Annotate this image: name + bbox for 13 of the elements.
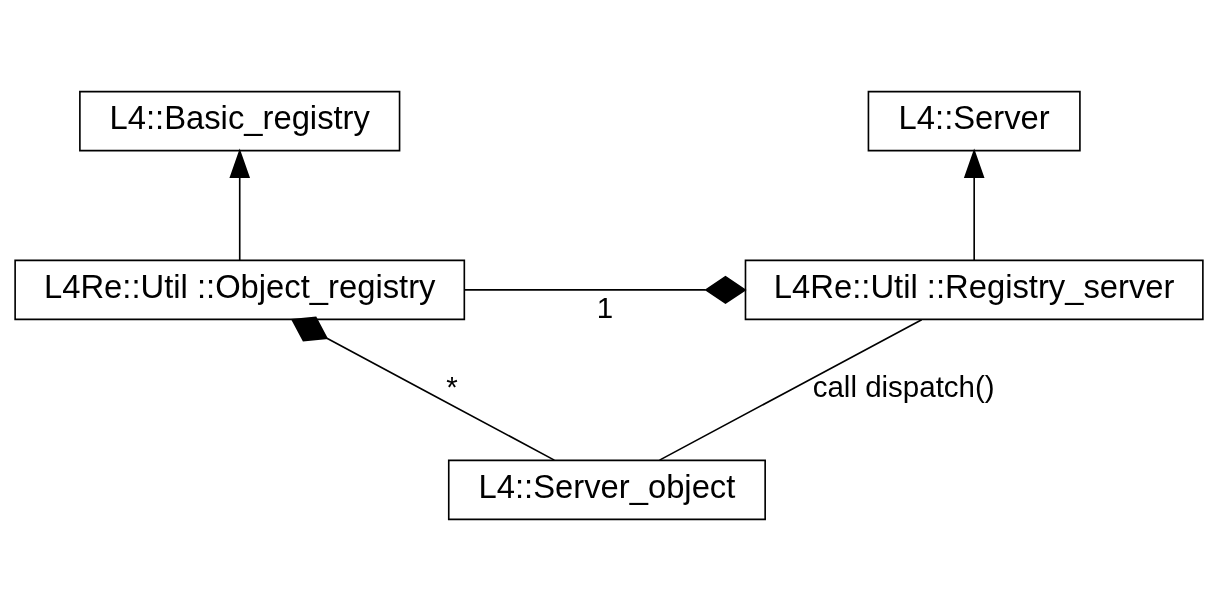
edge-label: 1 (596, 290, 614, 324)
connector (658, 318, 923, 461)
connector (463, 275, 747, 304)
edge-label: call dispatch() (812, 369, 995, 403)
connector (290, 316, 556, 461)
node-box: L4Re::Util ::Registry_server (744, 259, 1204, 320)
arrow (963, 147, 985, 261)
node-box: L4::Server (867, 90, 1081, 151)
node-box: L4::Server_object (447, 459, 766, 520)
arrow (229, 147, 251, 261)
node-box: L4::Basic_registry (79, 90, 401, 151)
edge-label: * (446, 369, 458, 403)
node-box: L4Re::Util ::Object_registry (14, 259, 466, 320)
